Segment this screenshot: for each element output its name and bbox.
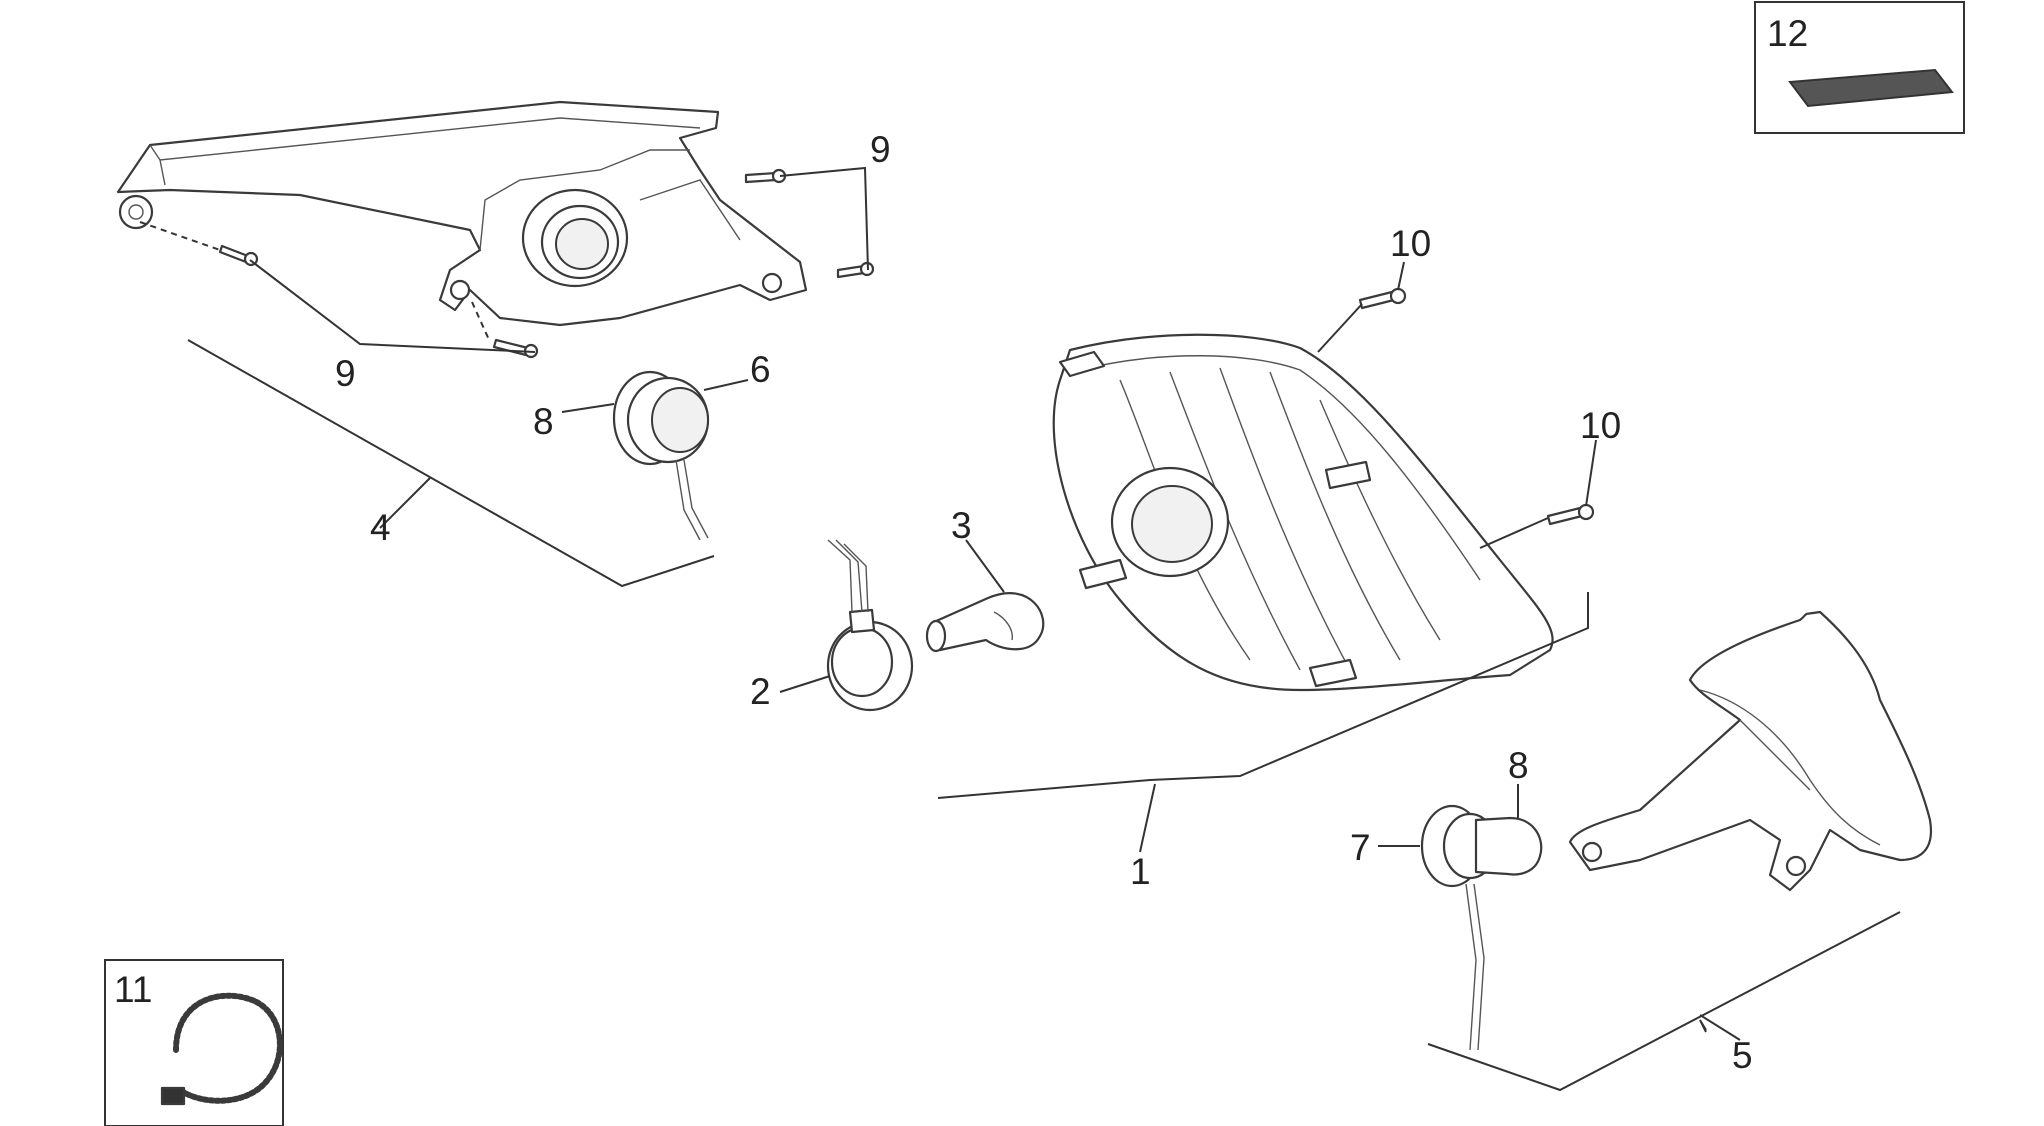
label-part-1: 1 <box>1130 851 1151 892</box>
bulb-socket-left <box>612 370 710 541</box>
label-part-8-bottom: 8 <box>1508 745 1529 786</box>
part-labels: 1 2 3 4 5 6 7 8 8 9 9 10 10 11 12 <box>114 13 1808 1076</box>
bulb-holder <box>826 539 914 712</box>
label-part-5: 5 <box>1732 1035 1753 1076</box>
screw-10-right <box>1546 503 1595 526</box>
screw-10-top <box>1358 287 1407 310</box>
main-light-lens <box>1052 333 1554 692</box>
label-part-11: 11 <box>114 969 152 1010</box>
label-part-6: 6 <box>750 349 771 390</box>
bulb-socket-right <box>1420 804 1543 1051</box>
screw-9-top <box>744 168 787 184</box>
label-part-7: 7 <box>1350 827 1371 868</box>
part-box-11 <box>104 959 284 1126</box>
label-part-10-top: 10 <box>1390 223 1431 264</box>
label-part-12: 12 <box>1767 13 1808 54</box>
tail-light-housing-right <box>1568 610 1933 892</box>
label-part-9-bottom: 9 <box>335 353 356 394</box>
screw-9-bottom <box>492 338 539 359</box>
label-part-8-top: 8 <box>533 401 554 442</box>
label-part-10-right: 10 <box>1580 405 1621 446</box>
label-part-3: 3 <box>951 505 972 546</box>
tail-light-housing-left <box>116 100 808 327</box>
label-part-4: 4 <box>370 507 391 548</box>
bulb <box>925 592 1045 653</box>
leader-lines <box>139 166 1901 1092</box>
label-part-9-top: 9 <box>870 129 891 170</box>
label-part-2: 2 <box>750 671 771 712</box>
part-box-12 <box>1754 1 1965 134</box>
